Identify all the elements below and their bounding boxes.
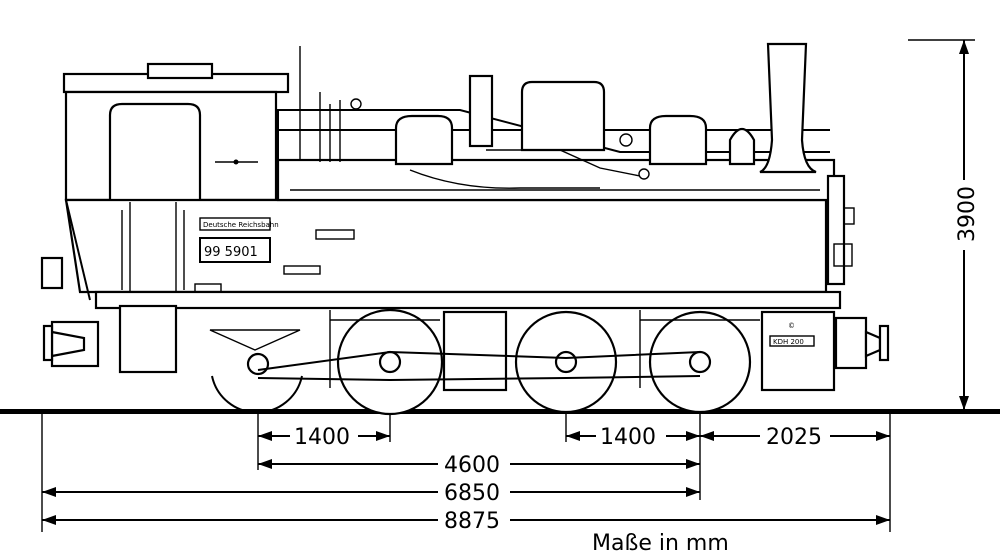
dim-rear-overhang: 2025 [766,425,822,450]
side-tank [64,198,828,294]
dim-axle-spacing-front: 1400 [294,425,350,450]
cab-window [108,102,202,200]
locomotive: Deutsche Reichsbahn 99 5901 [40,42,890,416]
number-plate: 99 5901 [204,245,258,260]
whistle-stack [468,74,494,148]
dim-wheelbase: 4600 [444,453,500,478]
cylinder [442,310,508,392]
frame [94,290,842,310]
number-plate-frame [199,237,271,263]
driving-wheel-1 [336,308,444,416]
coupling-rod [257,350,701,371]
driving-wheel-3 [648,310,752,414]
railway-label-frame [199,217,271,231]
builder-plate-frame [760,310,836,392]
dim-length-to-axle: 6850 [444,481,500,506]
dim-overall-length: 8875 [444,509,500,534]
boiler [276,158,836,202]
builder-mark: © [788,322,795,330]
sand-dome-front [648,114,708,166]
roof-vent [146,62,214,80]
front-buffer-beam [834,316,868,370]
railway-label: Deutsche Reichsbahn [203,221,279,229]
dimension-lines: 1400 1400 2025 4600 6850 8875 [41,39,980,534]
safety-valve [728,127,756,166]
sand-dome-rear [394,114,454,166]
rear-carrying-wheel [211,352,303,414]
driving-wheel-2 [514,310,618,414]
steam-dome [520,80,606,152]
units-note: Maße in mm [592,531,729,556]
ground-line [0,409,1000,414]
dim-axle-spacing-rear: 1400 [600,425,656,450]
dim-height: 3900 [955,186,980,242]
chimney [759,42,817,174]
builder-plate: KDH 200 [773,338,804,346]
smokebox-door [826,174,846,286]
front-buffer [864,330,882,358]
